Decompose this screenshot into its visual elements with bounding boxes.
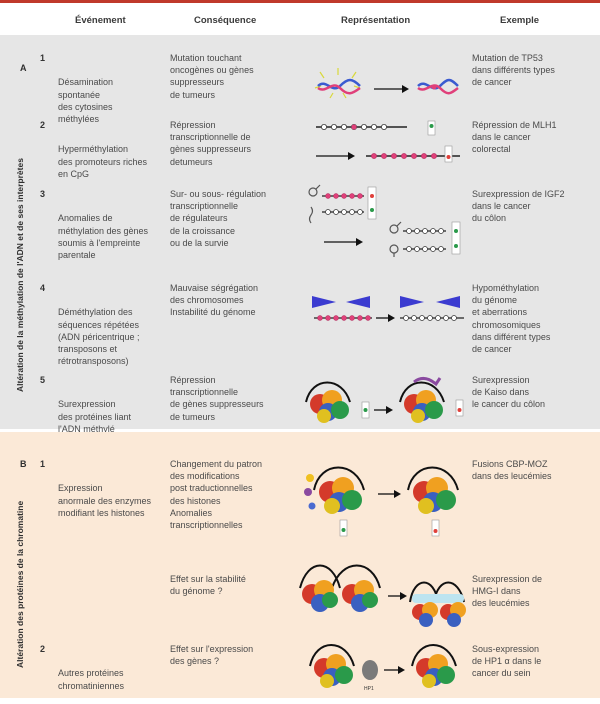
a4-example: Hypométhylation du génome et aberrations…	[472, 283, 551, 355]
a3-imprinting-diagram	[308, 184, 461, 257]
section-b-letter: B	[20, 459, 27, 469]
header-example: Exemple	[500, 15, 540, 26]
a2-promoter-methylation-diagram	[316, 120, 460, 163]
b1b-hmg-diagram	[299, 564, 466, 627]
a2-example: Répression de MLH1 dans le cancer colore…	[472, 120, 557, 155]
b2-hp1-diagram: HP1	[309, 644, 457, 692]
b1-example: Fusions CBP-MOZ dans des leucémies	[472, 459, 552, 482]
a5-example: Surexpression de Kaiso dans le cancer du…	[472, 375, 546, 410]
a4-consequence: Mauvaise ségrégation des chromosomes Ins…	[170, 283, 259, 318]
a1-event-text: Désamination spontanée des cytosines mét…	[58, 77, 114, 125]
a1-deamination-diagram	[314, 68, 459, 99]
nucleosome-icon	[305, 381, 351, 423]
section-b	[0, 432, 600, 698]
a2-number: 2	[40, 120, 46, 130]
a2-event: 2 Hyperméthylation des promoteurs riches…	[40, 119, 147, 192]
a3-consequence: Sur- ou sous- régulation transcriptionne…	[170, 189, 267, 248]
a4-event-text: Déméthylation des séquences répétées (AD…	[58, 307, 140, 367]
b1b-consequence: Effet sur la stabilité du génome ?	[170, 574, 246, 597]
b2-event-text: Autres protéines chromatiniennes	[58, 668, 125, 691]
a1-number: 1	[40, 53, 46, 63]
b1-number: 1	[40, 459, 46, 469]
a1-event: 1 Désamination spontanée des cytosines m…	[40, 52, 113, 137]
a5-mbd-nucleosome-diagram	[305, 377, 464, 423]
a3-example: Surexpression de IGF2 dans le cancer du …	[472, 189, 565, 224]
b1-event: 1 Expression anormale des enzymes modifi…	[40, 458, 151, 531]
a5-consequence: Répression transcriptionnelle de gènes s…	[170, 375, 264, 422]
b1-consequence: Changement du patron des modifications p…	[170, 459, 263, 531]
a2-event-text: Hyperméthylation des promoteurs riches e…	[58, 144, 148, 179]
a2-consequence: Répression transcriptionnelle de gènes s…	[170, 120, 252, 167]
b2-event: 2 Autres protéines chromatiniennes	[40, 643, 124, 704]
nucleosome-icon	[399, 381, 445, 423]
nucleosome-icon	[411, 644, 457, 688]
section-a-title: Altération de la méthylation de l'ADN et…	[15, 158, 25, 392]
a4-repeat-demethylation-diagram	[312, 296, 464, 322]
a3-event: 3 Anomalies de méthylation des gènes sou…	[40, 188, 148, 273]
section-a-letter: A	[20, 63, 27, 73]
nucleosome-icon	[313, 466, 365, 514]
b1-histone-modification-diagram	[304, 466, 459, 537]
b2-example: Sous-expression de HP1 α dans le cancer …	[472, 644, 542, 679]
a4-event: 4 Déméthylation des séquences répétées (…	[40, 282, 140, 380]
header-consequence: Conséquence	[194, 15, 257, 26]
hp1-label: HP1	[364, 686, 374, 692]
b2-consequence: Effet sur l'expression des gènes ?	[170, 644, 254, 667]
header-event: Événement	[75, 15, 126, 26]
a1-consequence: Mutation touchant oncogènes ou gènes sup…	[170, 53, 254, 100]
section-b-title: Altération des protéines de la chromatin…	[15, 500, 25, 668]
b1b-example: Surexpression de HMG-I dans des leucémie…	[472, 574, 543, 609]
header-representation: Représentation	[341, 15, 411, 26]
a5-event: 5 Surexpression des protéines liant l'AD…	[40, 374, 131, 447]
a3-number: 3	[40, 189, 46, 199]
nucleosome-icon	[309, 644, 355, 688]
section-a	[0, 35, 600, 429]
a3-event-text: Anomalies de méthylation des gènes soumi…	[58, 213, 149, 261]
a5-event-text: Surexpression des protéines liant l'ADN …	[58, 399, 132, 434]
a4-number: 4	[40, 283, 46, 293]
nucleosome-icon	[407, 466, 459, 514]
top-accent-line	[0, 0, 600, 3]
b2-number: 2	[40, 644, 46, 654]
a1-example: Mutation de TP53 dans différents types d…	[472, 53, 555, 88]
a5-number: 5	[40, 375, 46, 385]
b1-event-text: Expression anormale des enzymes modifian…	[58, 483, 152, 518]
